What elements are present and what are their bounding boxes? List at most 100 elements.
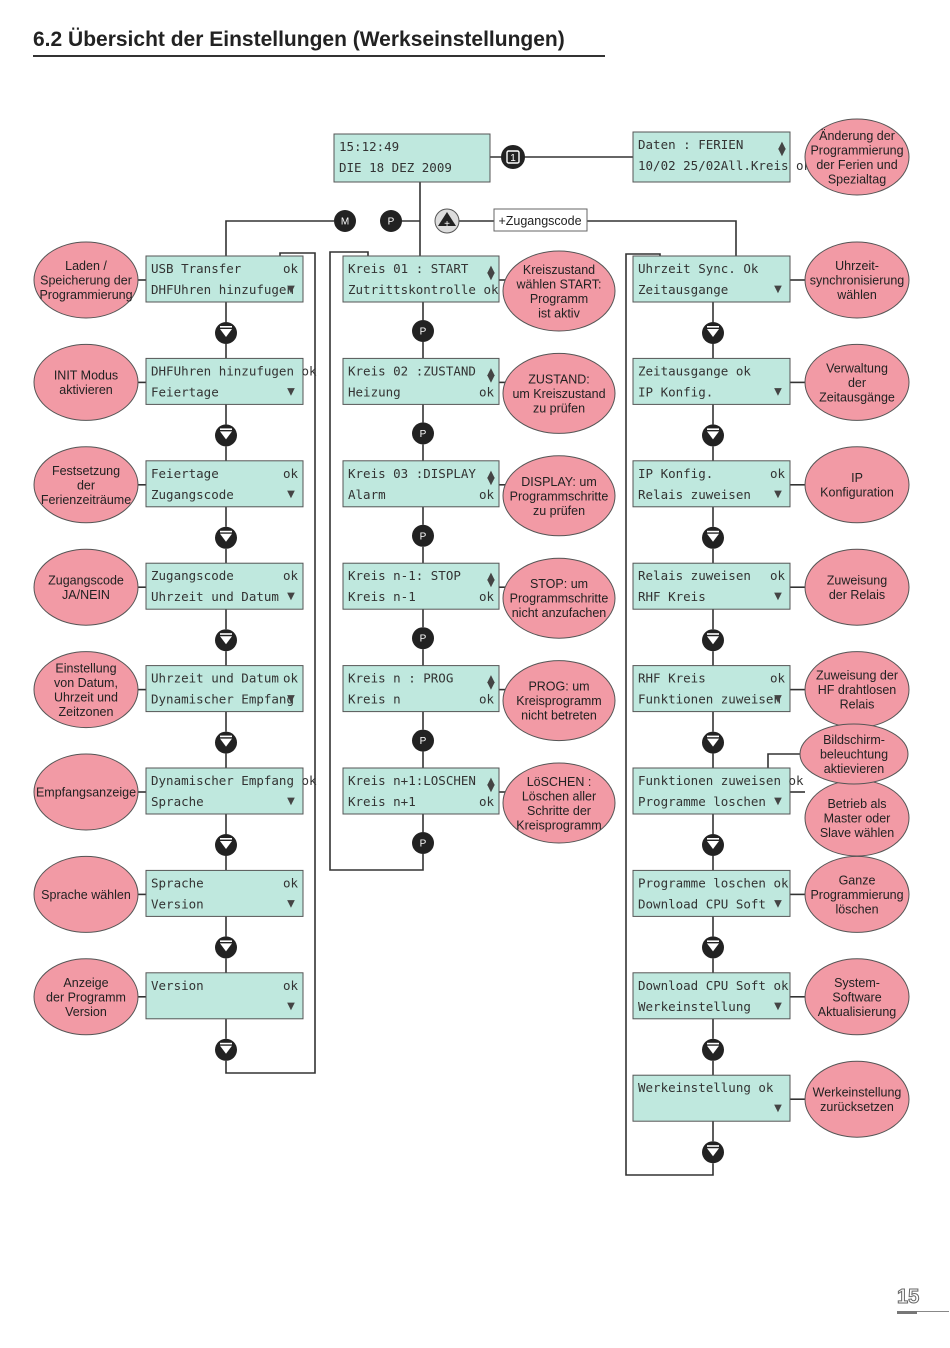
lcd-line-1: Kreis 02 :ZUSTAND bbox=[348, 363, 476, 378]
down-key[interactable] bbox=[215, 424, 237, 447]
bubble-shape bbox=[799, 723, 909, 785]
lcd-display bbox=[145, 357, 304, 405]
left-bubble-5: Empfangsanzeige bbox=[33, 753, 139, 831]
lcd-ok-label: ok bbox=[479, 487, 495, 502]
down-key[interactable] bbox=[702, 424, 724, 447]
up-small-icon: ▲ bbox=[487, 366, 495, 377]
bubble-text: um Kreiszustand bbox=[512, 387, 605, 401]
lcd-line-2: Funktionen zuweisen bbox=[638, 692, 781, 707]
bubble-text: Relais bbox=[840, 698, 875, 712]
bubble-text: Software bbox=[832, 990, 881, 1004]
p-key-2[interactable]: P bbox=[412, 524, 434, 547]
lcd-line-2: Kreis n bbox=[348, 692, 401, 707]
bubble-text: der Relais bbox=[829, 588, 885, 602]
p-key-0[interactable]: P bbox=[412, 320, 434, 342]
lcd-display bbox=[333, 133, 491, 183]
program-key-p[interactable]: P bbox=[380, 210, 402, 232]
down-key[interactable] bbox=[215, 526, 237, 549]
bubble-text: PROG: um bbox=[528, 680, 589, 694]
down-key[interactable] bbox=[215, 731, 237, 754]
down-key[interactable] bbox=[702, 936, 724, 959]
p-key-4[interactable]: P bbox=[412, 729, 434, 752]
down-small-icon: ▼ bbox=[287, 796, 295, 807]
down-small-icon: ▼ bbox=[287, 489, 295, 500]
lcd-display bbox=[632, 460, 791, 508]
lcd-display bbox=[632, 767, 791, 815]
down-key[interactable] bbox=[702, 731, 724, 754]
lcd-line-2: Zeitausgange bbox=[638, 282, 728, 297]
menu-key-m[interactable]: M bbox=[334, 210, 356, 232]
bubble-shape bbox=[502, 660, 616, 742]
p-key-4-circle bbox=[412, 729, 434, 752]
connector-line bbox=[625, 253, 714, 1176]
p-key-2-circle bbox=[412, 524, 434, 547]
bubble-text: Speicherung der bbox=[40, 274, 132, 288]
plus-key[interactable]: + bbox=[434, 208, 460, 234]
lcd-line-2: Heizung bbox=[348, 384, 401, 399]
lcd-line-2: Zutrittskontrolle ok bbox=[348, 282, 499, 297]
lcd-display bbox=[632, 255, 791, 303]
bubble-shape bbox=[502, 352, 616, 434]
lcd-display bbox=[632, 357, 791, 405]
p-key-3[interactable]: P bbox=[412, 627, 434, 650]
bubble-shape bbox=[33, 548, 139, 626]
down-small-icon: ▼ bbox=[774, 284, 782, 295]
bubble-text: Schritte der bbox=[527, 804, 591, 818]
bubble-text: Aktualisierung bbox=[818, 1005, 897, 1019]
bubble-text: löschen bbox=[835, 902, 878, 916]
lcd-line-2: RHF Kreis bbox=[638, 589, 706, 604]
bubble-shape bbox=[804, 118, 910, 196]
bubble-text: Uhrzeit- bbox=[835, 259, 879, 273]
bubble-text: Programmierung bbox=[810, 888, 903, 902]
down-key[interactable] bbox=[702, 629, 724, 652]
down-arrow-icon bbox=[220, 738, 232, 747]
down-arrow-bar bbox=[707, 940, 719, 942]
down-key[interactable] bbox=[215, 1038, 237, 1061]
lcd-display bbox=[342, 767, 500, 815]
lcd-ok-label: ok bbox=[283, 466, 299, 481]
up-small-icon: ▲ bbox=[487, 571, 495, 582]
down-key[interactable] bbox=[702, 322, 724, 344]
down-key[interactable] bbox=[215, 322, 237, 344]
bubble-text: ist aktiv bbox=[538, 306, 580, 320]
lcd-line-2: IP Konfig. bbox=[638, 384, 713, 399]
down-key[interactable] bbox=[215, 936, 237, 959]
lcd-line-2: Uhrzeit und Datum bbox=[151, 589, 279, 604]
down-arrow-icon bbox=[220, 636, 232, 645]
program-key-p-circle bbox=[380, 210, 402, 232]
lcd-line-1: Version bbox=[151, 978, 204, 993]
p-key-1[interactable]: P bbox=[412, 422, 434, 445]
info-key[interactable]: 1 bbox=[501, 145, 525, 169]
bubble-text: Empfangsanzeige bbox=[36, 786, 136, 800]
bubble-shape bbox=[804, 343, 910, 421]
down-key[interactable] bbox=[215, 629, 237, 652]
lcd-line-2: Zugangscode bbox=[151, 487, 234, 502]
down-key[interactable] bbox=[702, 834, 724, 856]
down-small-icon: ▼ bbox=[487, 271, 495, 282]
lcd-line-1: Relais zuweisen bbox=[638, 568, 751, 583]
bubble-text: Master oder bbox=[824, 812, 891, 826]
title-underline bbox=[33, 55, 605, 57]
down-key[interactable] bbox=[702, 1038, 724, 1061]
bubble-text: beleuchtung bbox=[820, 748, 888, 762]
down-small-icon: ▼ bbox=[287, 591, 295, 602]
bubble-text: System- bbox=[834, 976, 880, 990]
bubble-shape bbox=[502, 557, 616, 639]
down-key[interactable] bbox=[215, 834, 237, 856]
up-small-icon: ▲ bbox=[487, 264, 495, 275]
up-small-icon: ▲ bbox=[487, 776, 495, 787]
lcd-line-2: Sprache bbox=[151, 794, 204, 809]
ellipsis-dot: . bbox=[422, 554, 425, 565]
bubble-text: DISPLAY: um bbox=[521, 475, 597, 489]
down-arrow-bar bbox=[220, 530, 232, 533]
bubble-shape bbox=[804, 446, 910, 524]
down-key[interactable] bbox=[702, 526, 724, 549]
down-key[interactable] bbox=[702, 1141, 724, 1164]
p-key-5[interactable]: P bbox=[412, 832, 434, 854]
lcd-ok-label: ok bbox=[283, 671, 299, 686]
